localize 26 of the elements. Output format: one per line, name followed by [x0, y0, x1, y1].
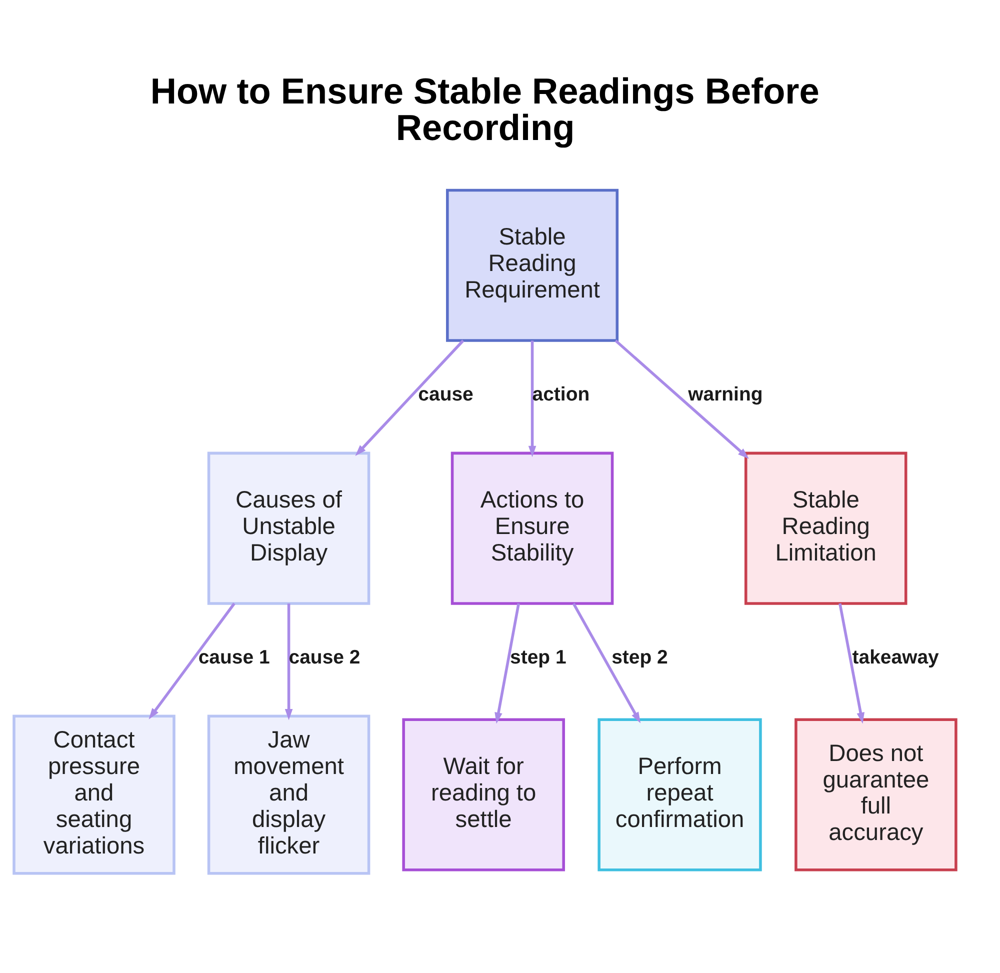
- node-box: Contact pressure and seating variations: [12, 714, 176, 874]
- arrow: [355, 339, 464, 456]
- node-box: Does not guarantee full accuracy: [794, 718, 958, 871]
- arrow: [572, 602, 641, 723]
- edge-label: cause 1: [198, 646, 270, 668]
- edge-label: step 1: [510, 646, 566, 668]
- arrow: [148, 602, 236, 719]
- edge-label: step 2: [612, 646, 668, 668]
- arrow: [494, 602, 520, 724]
- edge-label: takeaway: [852, 646, 939, 668]
- arrow: [284, 603, 293, 720]
- arrow: [838, 602, 864, 724]
- arrow: [528, 340, 536, 457]
- node-box: Jaw movement and display flicker: [207, 714, 370, 874]
- edge-label: cause: [418, 383, 474, 406]
- node-box: Perform repeat confirmation: [598, 718, 762, 871]
- edge-label: cause 2: [288, 646, 360, 668]
- node-box: Stable Reading Limitation: [744, 451, 908, 604]
- edge-label: action: [532, 383, 590, 406]
- node-box: Wait for reading to settle: [402, 718, 565, 871]
- arrow: [614, 339, 750, 458]
- node-box: Stable Reading Requirement: [446, 188, 619, 342]
- node-box: Causes of Unstable Display: [207, 451, 370, 604]
- diagram-title: How to Ensure Stable Readings Before Recording: [150, 70, 820, 148]
- edge-label: warning: [688, 383, 763, 406]
- node-box: Actions to Ensure Stability: [450, 451, 614, 604]
